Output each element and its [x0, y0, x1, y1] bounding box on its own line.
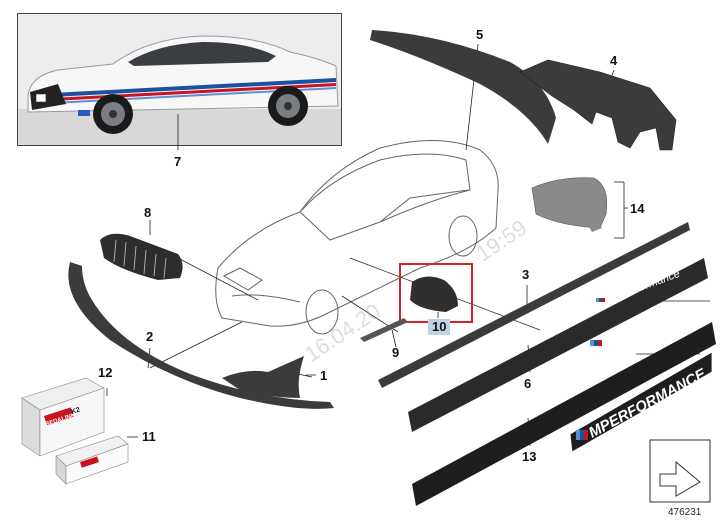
m-stripes-3	[576, 430, 588, 440]
kidney-grille-part	[100, 233, 183, 280]
callout-3: 3	[522, 267, 530, 282]
kit-label-text: K2	[70, 406, 81, 415]
mperformance-decal-white	[569, 351, 713, 453]
mirror-cover-part	[410, 276, 458, 312]
rear-diffuser-part	[519, 59, 677, 151]
callout-9: 9	[392, 345, 400, 360]
callout-2: 2	[146, 329, 154, 344]
callout-13: 13	[522, 449, 537, 464]
car-outline	[215, 139, 499, 335]
m-stripes-2	[590, 340, 602, 346]
mirror-cap-part	[531, 177, 608, 229]
callout-8: 8	[144, 205, 152, 220]
side-sill-part	[378, 222, 690, 388]
callout-11: 11	[142, 429, 156, 444]
part-number: 476231	[668, 507, 702, 518]
side-decal-part	[408, 258, 708, 432]
callout-14: 14	[630, 201, 645, 216]
front-flap-part	[222, 356, 304, 398]
car-photo	[17, 13, 342, 146]
side-trim-part	[360, 318, 408, 342]
mirror-clip-part	[586, 218, 602, 232]
kit-box-part	[21, 377, 105, 457]
callout-1: 1	[320, 368, 328, 383]
orientation-icon	[649, 439, 711, 503]
mperformance-decal-part	[412, 322, 716, 506]
callout-7: 7	[174, 154, 182, 169]
rear-spoiler-part	[370, 30, 556, 144]
m-stripes-1	[596, 298, 605, 302]
car-photo-illustration	[18, 14, 341, 145]
callout-10: 10	[428, 319, 451, 335]
callout-5: 5	[476, 27, 484, 42]
callout-6: 6	[524, 376, 532, 391]
front-splitter-part	[68, 262, 334, 409]
callout-12: 12	[98, 365, 113, 380]
callout-4: 4	[610, 53, 618, 68]
refill-kit-part	[55, 435, 129, 485]
